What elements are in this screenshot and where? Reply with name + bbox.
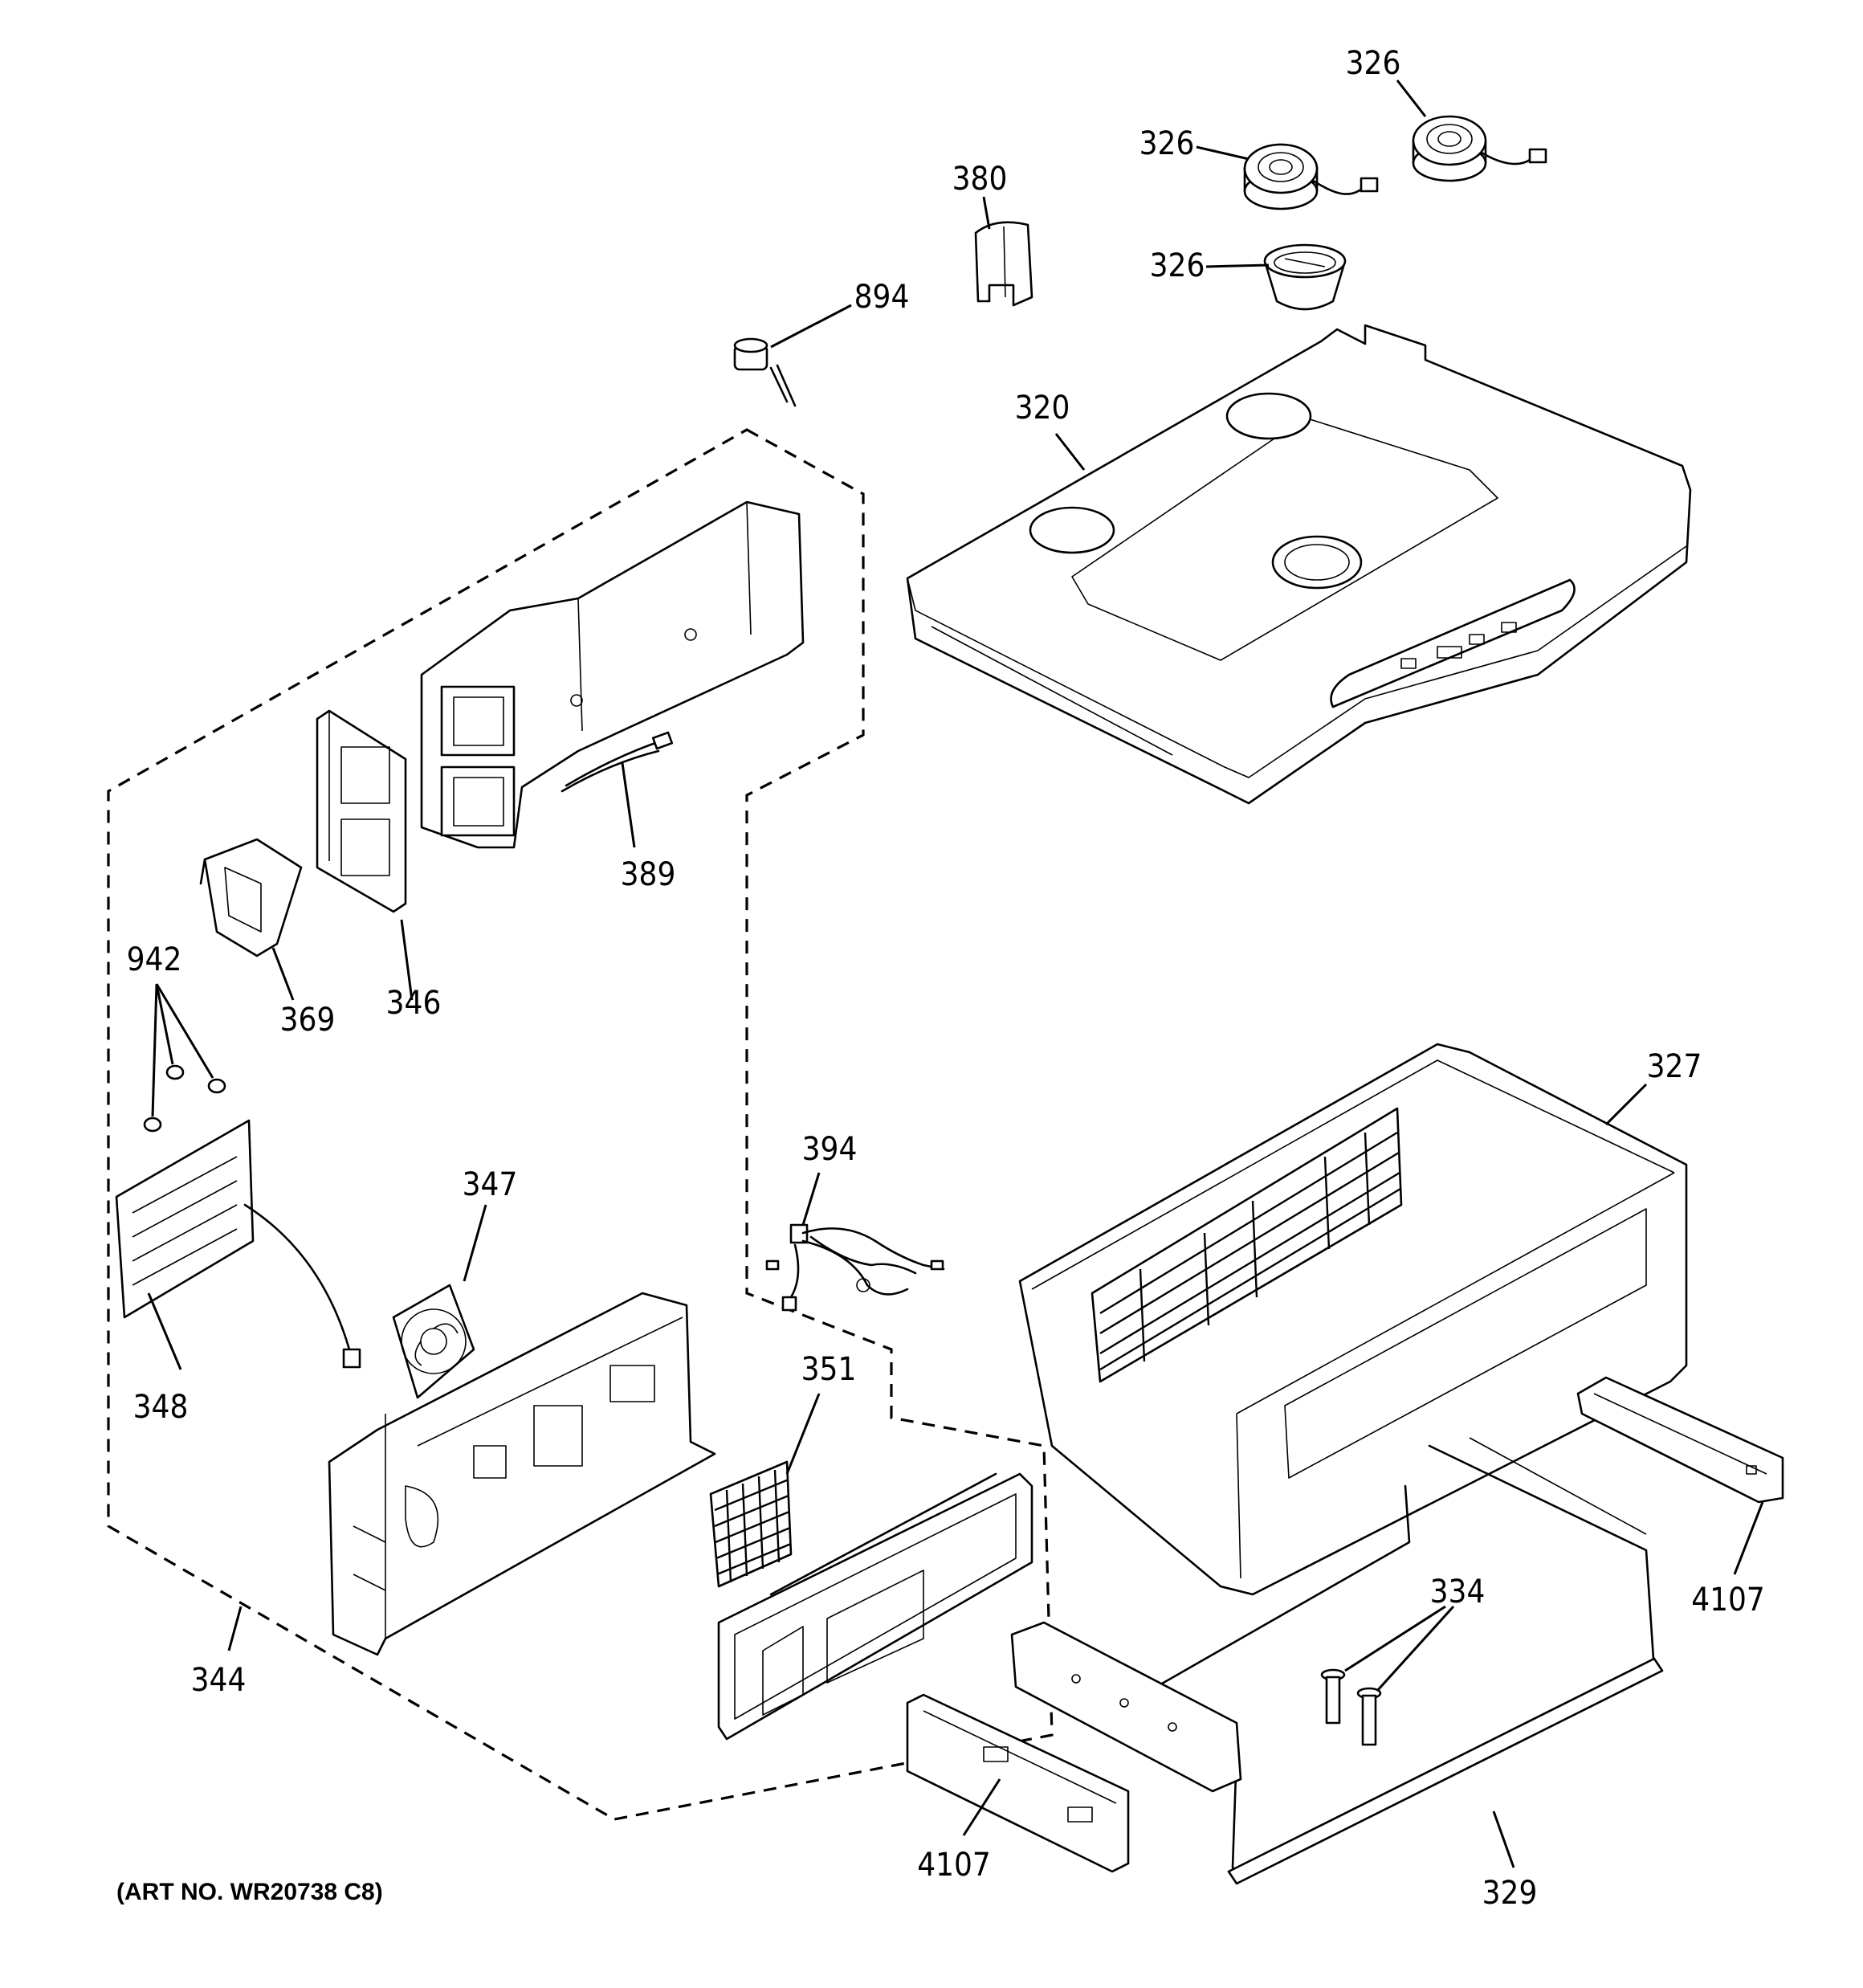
part-894-sensor	[733, 337, 797, 407]
part-351-screen	[709, 1460, 793, 1588]
callout-894: 894	[854, 279, 910, 316]
part-348-heater-plate	[115, 1119, 361, 1369]
callout-4107-b: 4107	[917, 1847, 991, 1884]
callout-327: 327	[1647, 1048, 1702, 1085]
part-347-fan	[392, 1284, 475, 1399]
part-327-drawer-bin	[1018, 1043, 1688, 1596]
callout-320: 320	[1015, 390, 1070, 427]
callout-348: 348	[133, 1389, 189, 1426]
callout-344: 344	[191, 1662, 247, 1699]
callout-329: 329	[1482, 1875, 1538, 1912]
assembly-344-boundary	[107, 428, 1054, 1821]
callout-4107-a: 4107	[1691, 1582, 1765, 1619]
part-389-wire	[561, 731, 674, 793]
callout-351: 351	[801, 1351, 857, 1388]
callout-334: 334	[1430, 1574, 1486, 1610]
part-4107-slide-lower	[906, 1693, 1130, 1873]
part-329-frame	[1010, 1437, 1664, 1885]
part-326-motor-right	[1412, 115, 1547, 182]
art-number: (ART NO. WR20738 C8)	[116, 1879, 383, 1905]
part-942-washers	[143, 1064, 226, 1133]
part-320-control-cover	[906, 324, 1692, 805]
callout-326-a: 326	[1346, 45, 1401, 82]
part-326-motor-left	[1243, 143, 1379, 210]
callout-380: 380	[952, 161, 1008, 198]
callout-389: 389	[621, 856, 676, 893]
part-394-harness	[765, 1223, 945, 1312]
part-344-housing	[420, 500, 805, 849]
part-369-shroud	[199, 838, 303, 957]
part-346-frame	[316, 709, 407, 913]
callout-369: 369	[280, 1002, 336, 1039]
callout-326-c: 326	[1150, 247, 1205, 284]
part-334-screws	[1320, 1668, 1382, 1746]
callout-326-b: 326	[1139, 125, 1195, 162]
callout-394: 394	[802, 1131, 858, 1168]
callout-942: 942	[127, 941, 182, 978]
part-344-lower-housing	[328, 1292, 716, 1656]
part-326-cup	[1263, 243, 1347, 311]
callout-347: 347	[463, 1166, 518, 1203]
part-380-cap	[974, 221, 1033, 307]
part-grille-frame	[717, 1472, 1033, 1741]
part-4107-slide-right	[1576, 1376, 1784, 1504]
leader-lines	[147, 80, 1764, 1868]
callout-346: 346	[386, 985, 442, 1022]
